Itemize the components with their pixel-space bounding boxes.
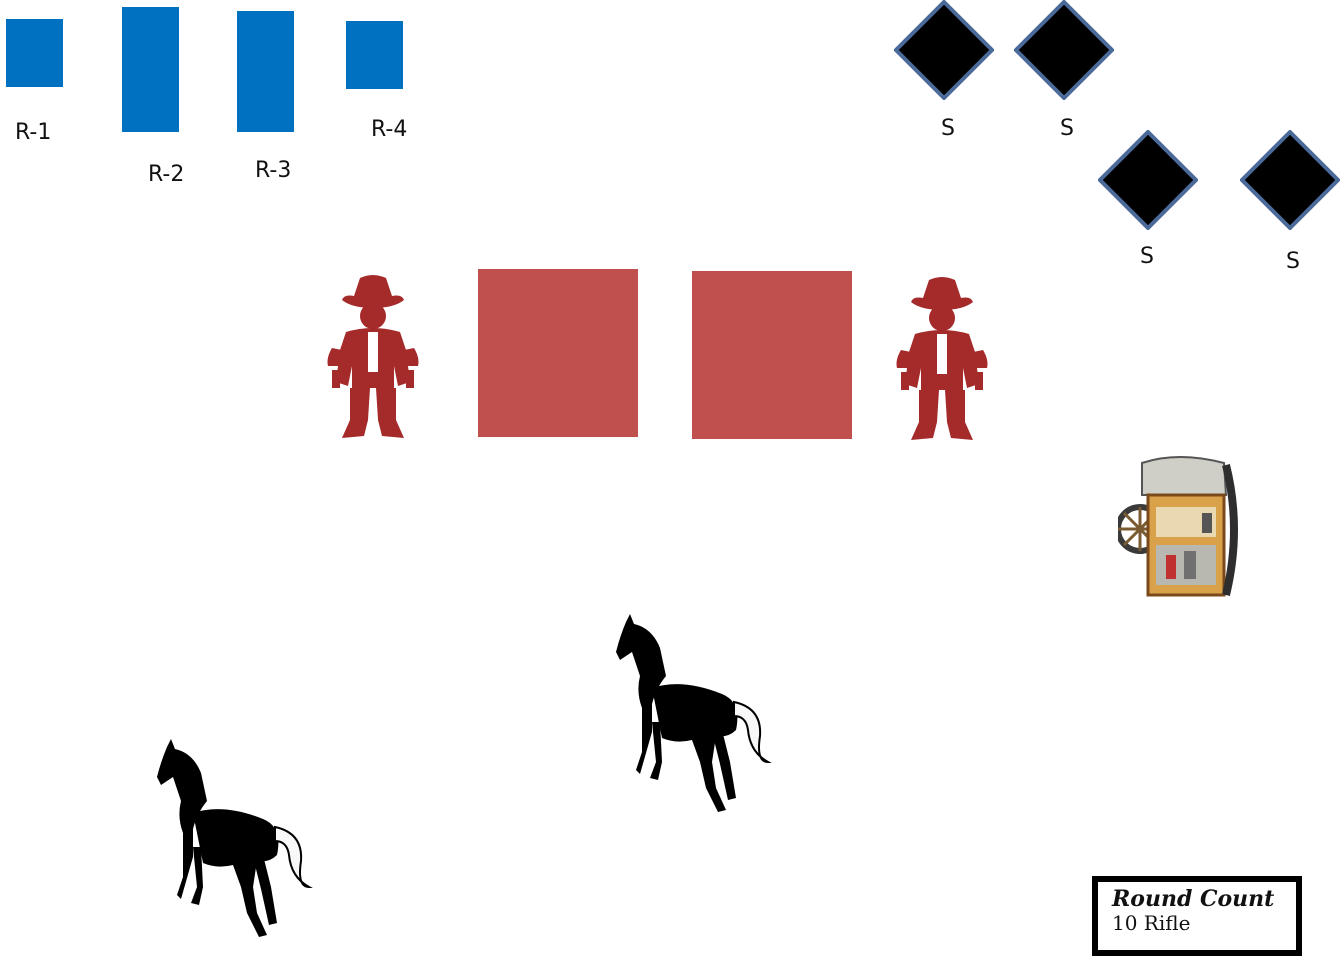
round-count-title: Round Count — [1112, 886, 1296, 912]
horse-icon — [153, 737, 318, 937]
rifle-target-r3 — [237, 11, 294, 132]
round-count-box: Round Count 10 Rifle — [1092, 876, 1302, 956]
barricade-block-right — [692, 271, 852, 439]
horse-icon — [612, 612, 777, 812]
rifle-target-r2 — [122, 7, 179, 132]
cowboy-icon — [324, 270, 422, 440]
shotgun-target-3 — [1098, 130, 1198, 230]
chuckwagon-cart-image — [1118, 455, 1238, 603]
shotgun-target-label-2: S — [1060, 116, 1074, 141]
round-count-line: 10 Rifle — [1112, 912, 1296, 934]
cowboy-icon — [893, 271, 991, 443]
rifle-target-label-r2: R-2 — [148, 162, 184, 187]
shotgun-target-1 — [894, 0, 994, 100]
shotgun-target-4 — [1240, 130, 1340, 230]
rifle-target-label-r4: R-4 — [371, 117, 407, 142]
rifle-target-r1 — [6, 19, 63, 87]
rifle-target-label-r3: R-3 — [255, 158, 291, 183]
shotgun-target-label-3: S — [1140, 244, 1154, 269]
shotgun-target-label-4: S — [1286, 249, 1300, 274]
rifle-target-label-r1: R-1 — [15, 120, 51, 145]
shotgun-target-label-1: S — [941, 116, 955, 141]
shotgun-target-2 — [1014, 0, 1114, 100]
rifle-target-r4 — [346, 21, 403, 89]
barricade-block-left — [478, 269, 638, 437]
